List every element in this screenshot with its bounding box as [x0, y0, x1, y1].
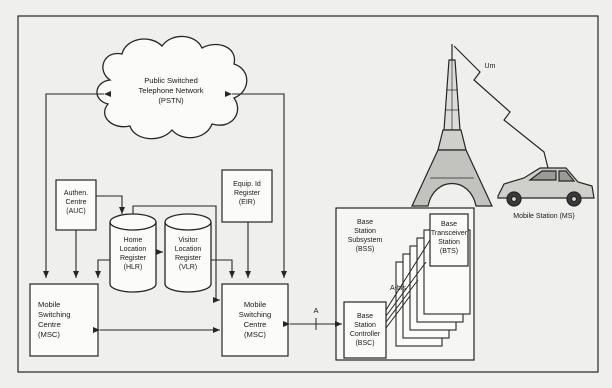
a-interface-label: A [308, 306, 324, 316]
mobile-station-label: Mobile Station (MS) [496, 212, 592, 221]
bss-label: Base Station Subsystem (BSS) [340, 218, 390, 254]
um-interface-label: Um [478, 62, 502, 71]
eir-label: Equip. Id Register (EIR) [222, 180, 272, 207]
bts-label: Base Transceiver Station (BTS) [430, 220, 468, 256]
hlr-label: Home Location Register (HLR) [110, 236, 156, 272]
vlr-label: Visitor Location Register (VLR) [165, 236, 211, 272]
pstn-label: Public Switched Telephone Network (PSTN) [128, 76, 214, 106]
msc-left-label: Mobile Switching Centre (MSC) [38, 300, 96, 340]
car-icon [498, 168, 594, 206]
auc-label: Authen. Centre (AUC) [56, 189, 96, 216]
msc-right-label: Mobile Switching Centre (MSC) [224, 300, 286, 340]
bsc-label: Base Station Controller (BSC) [344, 312, 386, 348]
a-bis-label: A-bis [384, 284, 412, 293]
